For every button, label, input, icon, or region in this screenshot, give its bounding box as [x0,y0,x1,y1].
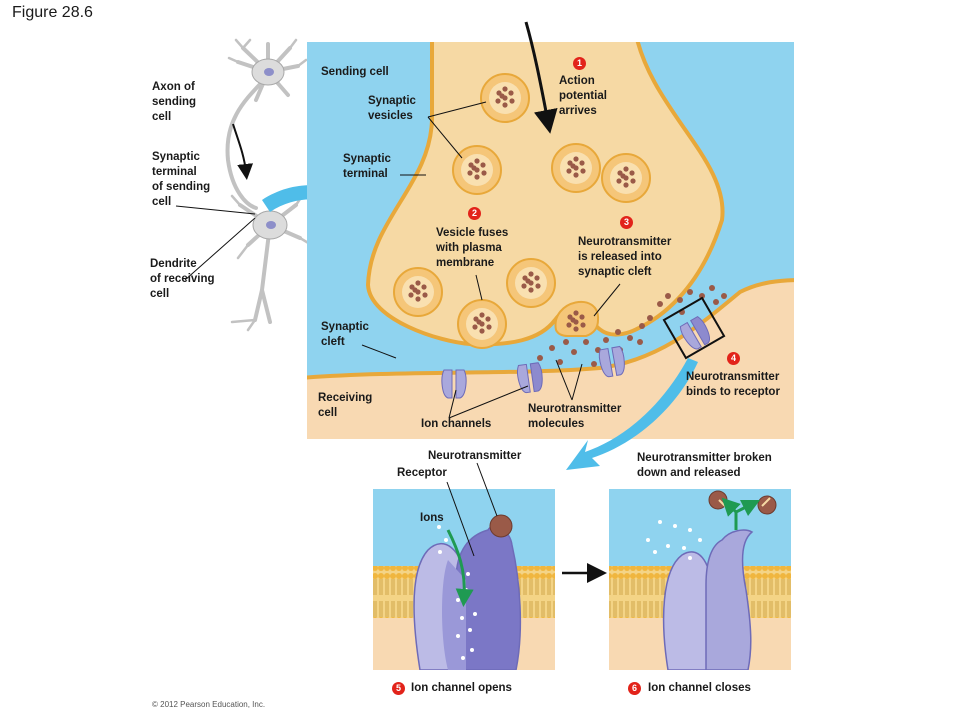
step-badge-2: 2 [468,207,481,220]
step-text-3: Neurotransmitter is released into synapt… [578,236,672,278]
step-text-6: Ion channel closes [648,682,751,694]
ion-channel-d [679,316,710,350]
label-nt-molecules: Neurotransmitter molecules [528,403,622,430]
ion-channel-b [517,362,543,394]
label-receiving-cell: Receiving cell [318,392,373,419]
label-dendrite: Dendrite of receiving cell [150,258,215,300]
label-sending-cell: Sending cell [321,66,389,78]
zoom-arrow-down [566,358,698,470]
ion-channel-c [598,345,625,378]
ions-panel6 [646,520,702,560]
label-axon: Axon of sending cell [152,81,197,123]
label-synaptic-terminal: Synaptic terminal [343,153,391,180]
label-neurotransmitter: Neurotransmitter [428,450,522,462]
label-ions: Ions [420,512,444,524]
main-leaders [361,101,621,419]
ion-flow-arrow [446,529,474,607]
label-broken-down: Neurotransmitter broken down and release… [637,452,772,479]
step-text-1: Action potential arrives [559,75,607,117]
signal-arrow [232,123,254,180]
step-badge-3: 3 [620,216,633,229]
action-potential-arrow [524,21,558,134]
step-badge-5: 5 [392,682,405,695]
label-synaptic-cleft: Synaptic cleft [321,321,369,348]
panel5-leaders [446,462,498,557]
ion-channel-a [441,369,467,399]
label-receptor: Receptor [397,467,447,479]
vesicle-neurotransmitters [408,86,636,334]
step-text-4: Neurotransmitter binds to receptor [686,371,780,398]
zoom-box [662,296,726,360]
step-text-5: Ion channel opens [411,682,512,694]
label-terminal-sending: Synaptic terminal of sending cell [152,151,211,208]
label-ion-channels: Ion channels [421,418,492,430]
step-badge-4: 4 [727,352,740,365]
label-synaptic-vesicles: Synaptic vesicles [368,95,416,122]
bound-neurotransmitter [489,514,513,538]
release-arrow-left [721,497,741,517]
step-badge-1: 1 [573,57,586,70]
figure-title: Figure 28.6 [12,4,93,21]
copyright: © 2012 Pearson Education, Inc. [152,700,266,709]
step-text-2: Vesicle fuses with plasma membrane [436,227,509,269]
panel-channel-closed [609,489,791,670]
receiving-nucleus [266,221,276,229]
released-neurotransmitters [537,285,727,367]
step-badge-6: 6 [628,682,641,695]
left-leaders [175,205,256,281]
sending-nucleus [264,68,274,76]
